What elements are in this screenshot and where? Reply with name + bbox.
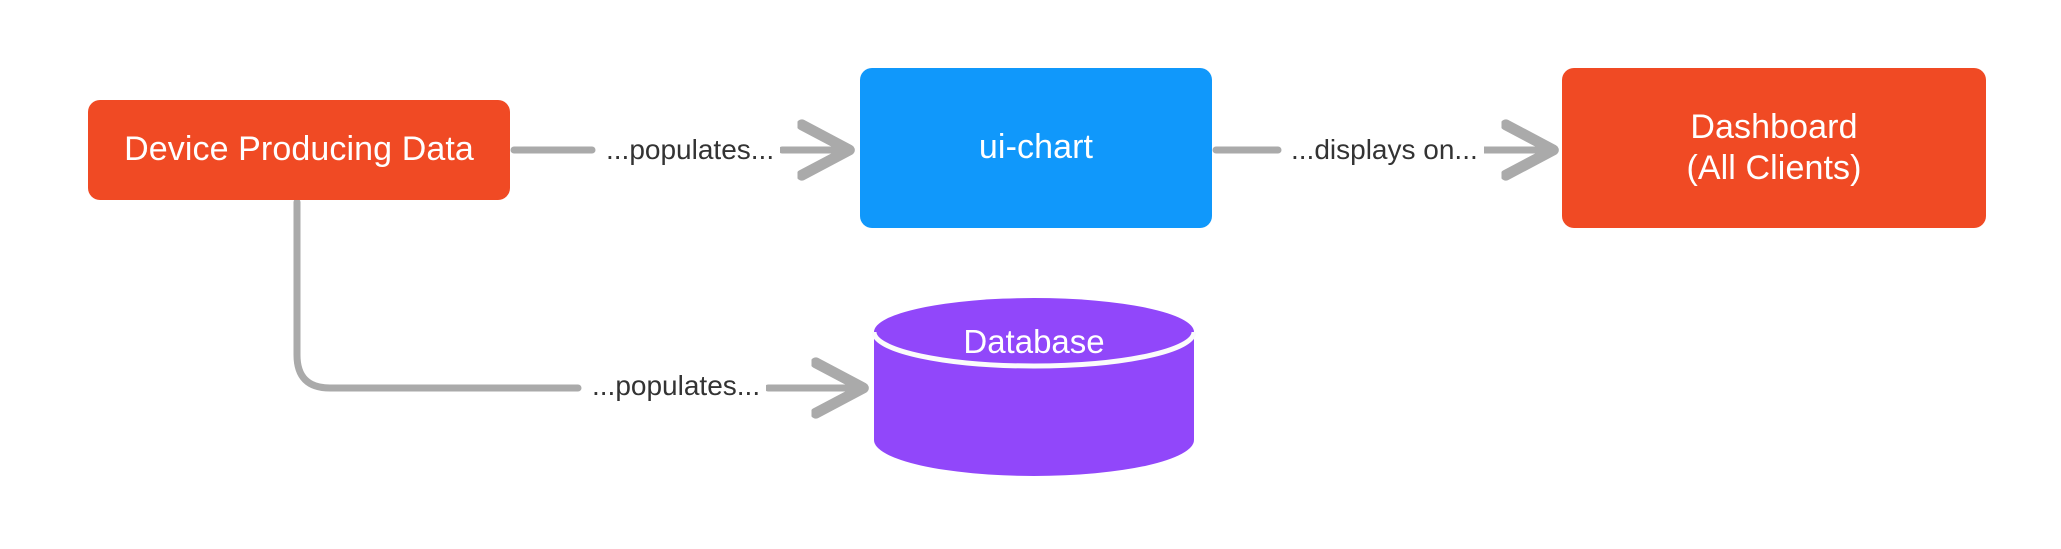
cylinder-top	[874, 298, 1194, 366]
node-database[interactable]: Database	[872, 296, 1196, 476]
cylinder-body	[874, 332, 1194, 476]
node-database-label: Database	[963, 323, 1105, 360]
node-ui-chart[interactable]: ui-chart	[860, 68, 1212, 228]
edge-elbow-segment	[293, 198, 582, 392]
cylinder-seam	[872, 331, 1196, 369]
edge-label-uichart-to-dashboard: ...displays on...	[1285, 132, 1484, 168]
node-device-producing-data-label: Device Producing Data	[124, 130, 474, 169]
node-dashboard-label: Dashboard (All Clients)	[1686, 107, 1862, 187]
edge-label-device-to-database: ...populates...	[586, 368, 767, 404]
node-device-producing-data[interactable]: Device Producing Data	[88, 100, 510, 200]
node-ui-chart-label: ui-chart	[978, 128, 1094, 167]
edge-label-device-to-uichart: ...populates...	[600, 132, 781, 168]
edge-device-to-database	[293, 198, 862, 392]
node-dashboard[interactable]: Dashboard (All Clients)	[1562, 68, 1986, 228]
database-cylinder-shape	[872, 298, 1196, 476]
